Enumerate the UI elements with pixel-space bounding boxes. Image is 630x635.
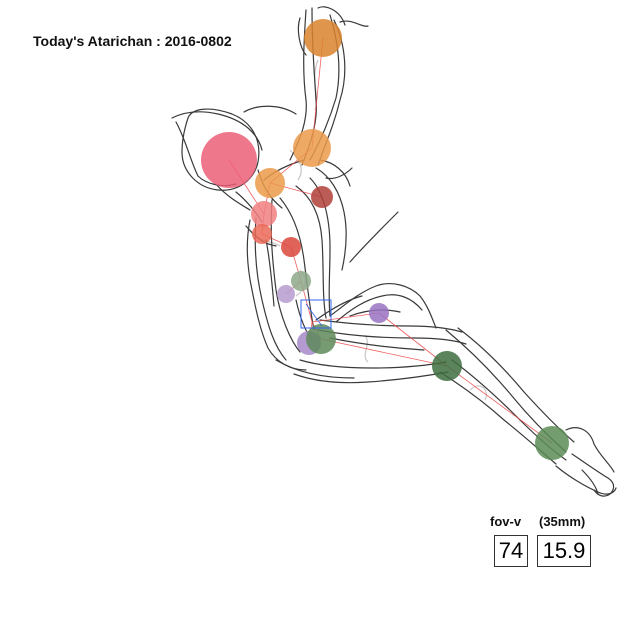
joint-right-shoulder[interactable] bbox=[311, 186, 333, 208]
focal-length-label: (35mm) bbox=[539, 514, 586, 529]
joint-left-shoulder[interactable] bbox=[255, 168, 285, 198]
fov-label: fov-v bbox=[490, 514, 522, 529]
joint-knee[interactable] bbox=[432, 351, 462, 381]
fov-value-box[interactable]: 74 bbox=[494, 535, 528, 567]
joint-chest[interactable] bbox=[252, 224, 272, 244]
focal-length-value-box[interactable]: 15.9 bbox=[537, 535, 591, 567]
joint-waist[interactable] bbox=[291, 271, 311, 291]
joint-neck[interactable] bbox=[251, 201, 277, 227]
page-title: Today's Atarichan : 2016-0802 bbox=[33, 33, 232, 49]
joints[interactable] bbox=[201, 19, 569, 460]
joint-left-elbow[interactable] bbox=[293, 129, 331, 167]
joint-ankle[interactable] bbox=[535, 426, 569, 460]
joint-left-hip[interactable] bbox=[369, 303, 389, 323]
selection-diagonal bbox=[305, 303, 323, 327]
selection-handle[interactable] bbox=[300, 299, 332, 329]
bone-lines bbox=[228, 37, 553, 444]
joint-spine[interactable] bbox=[281, 237, 301, 257]
joint-left-hand[interactable] bbox=[304, 19, 342, 57]
joint-right-hip-small[interactable] bbox=[277, 285, 295, 303]
body-sketch bbox=[171, 6, 617, 497]
joint-head[interactable] bbox=[201, 132, 257, 188]
joint-pelvis[interactable] bbox=[306, 324, 336, 354]
